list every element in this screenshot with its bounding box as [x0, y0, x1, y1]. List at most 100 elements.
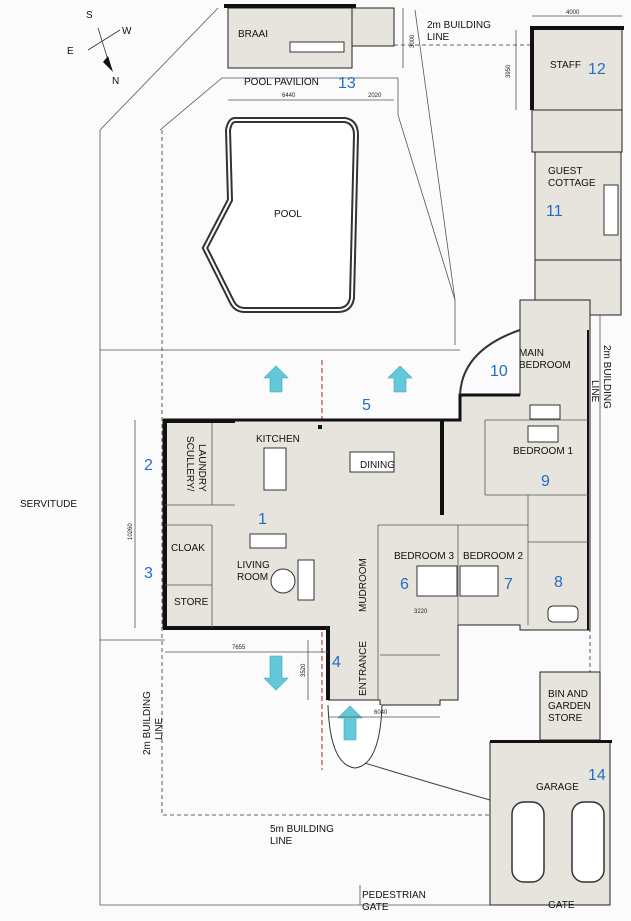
- bedroom-divider-wall: [440, 420, 444, 515]
- bed3-bed: [416, 565, 458, 597]
- label-cloak: CLOAK: [171, 543, 205, 554]
- label-cottage: COTTAGE: [548, 178, 596, 189]
- staff-wall: [530, 26, 624, 30]
- staff-wall-left: [530, 26, 534, 110]
- bathtub: [547, 605, 579, 623]
- arrow-up-icon: [387, 365, 413, 393]
- room-number-12: 12: [588, 61, 606, 78]
- car-right: [571, 801, 605, 883]
- compass-s: S: [86, 10, 93, 21]
- label-building-line-top: 2m BUILDING: [427, 20, 491, 31]
- label-bedroom: BEDROOM: [519, 360, 571, 371]
- label-gate: GATE: [548, 900, 575, 911]
- room-number-11: 11: [546, 203, 563, 220]
- label-pedestrian: PEDESTRIAN: [362, 890, 426, 901]
- label-bedroom1: BEDROOM 1: [513, 446, 573, 457]
- label-laundry: LAUNDRY: [196, 444, 207, 492]
- car-left: [511, 801, 545, 883]
- bed2-bed: [459, 565, 499, 597]
- garage-wall: [490, 740, 612, 743]
- label-bin-store: STORE: [548, 713, 583, 724]
- main-house-walls: [163, 393, 520, 422]
- room-number-2: 2: [144, 457, 153, 474]
- label-scullery: SCULLERY/: [184, 436, 195, 492]
- sofa-2: [297, 559, 315, 601]
- compass-e: E: [67, 46, 74, 57]
- label-mudroom: MUDROOM: [358, 558, 369, 612]
- bin-garden-store: [539, 671, 601, 741]
- label-bedroom3: BEDROOM 3: [394, 551, 454, 562]
- label-building-line-bottom: 5m BUILDING: [270, 824, 334, 835]
- dim-2020: 2020: [368, 93, 382, 99]
- label-building-line-right: 2m BUILDING: [601, 345, 612, 409]
- label-entrance: ENTRANCE: [358, 641, 369, 696]
- label-store: STORE: [174, 597, 209, 608]
- arrow-up-icon: [263, 365, 289, 393]
- dim-3000: 3000: [410, 34, 416, 48]
- staff-quarters: [531, 27, 623, 111]
- label-garage: GARAGE: [536, 782, 579, 793]
- pool-edge: [203, 119, 358, 311]
- label-garden: GARDEN: [548, 701, 591, 712]
- dim-6440: 6440: [282, 93, 296, 99]
- label-room: ROOM: [237, 572, 268, 583]
- room-number-14: 14: [588, 767, 606, 784]
- label-building-line-right-2: LINE: [589, 380, 600, 403]
- pavilion-wall: [224, 4, 356, 8]
- label-building-line-left-2: LINE: [154, 717, 165, 740]
- staff-bath: [531, 109, 623, 153]
- compass-w: W: [122, 26, 132, 37]
- coffee-table: [270, 568, 296, 594]
- dim-10260: 10260: [128, 523, 134, 540]
- dim-3520: 3520: [301, 663, 307, 677]
- sofa: [249, 533, 287, 549]
- arrow-up-icon: [337, 705, 363, 741]
- label-braai: BRAAI: [238, 29, 268, 40]
- label-pool-pavilion: POOL PAVILION: [244, 77, 319, 88]
- kitchen-wall-divider: [318, 425, 322, 429]
- bedroom1-bed: [527, 425, 559, 443]
- driveway: [354, 759, 491, 801]
- room-number-9: 9: [541, 473, 550, 490]
- room-number-6: 6: [400, 576, 409, 593]
- label-bin: BIN AND: [548, 689, 588, 700]
- room-number-5: 5: [362, 397, 371, 414]
- label-servitude: SERVITUDE: [20, 499, 77, 510]
- pavilion-bath: [351, 7, 395, 47]
- label-building-line-left: 2m BUILDING: [142, 691, 153, 755]
- room-number-7: 7: [504, 576, 513, 593]
- cottage-beds: [603, 184, 619, 236]
- label-dining: DINING: [360, 460, 395, 471]
- dim-3220: 3220: [414, 609, 428, 615]
- kitchen-island: [263, 447, 287, 491]
- label-staff: STAFF: [550, 60, 581, 71]
- room-number-3: 3: [144, 565, 153, 582]
- pool-terrace-side: [414, 9, 456, 301]
- building-line-dashed-left: [161, 130, 490, 816]
- label-living: LIVING: [237, 560, 270, 571]
- arrow-down-icon: [263, 655, 289, 691]
- label-main: MAIN: [519, 348, 544, 359]
- compass-icon: [87, 27, 121, 72]
- label-ped-gate: GATE: [362, 902, 389, 913]
- dim-7655: 7655: [232, 645, 246, 651]
- label-pool: POOL: [274, 209, 302, 220]
- main-bedroom-bay: [459, 329, 521, 396]
- room-number-8: 8: [554, 574, 563, 591]
- site-boundary: [99, 7, 521, 906]
- main-house-walls-left: [163, 420, 330, 700]
- guest-cottage: [534, 151, 622, 261]
- scullery-wall: [165, 420, 235, 423]
- dim-4000: 4000: [566, 10, 580, 16]
- label-kitchen: KITCHEN: [256, 434, 300, 445]
- label-building-line-bottom-2: LINE: [270, 836, 293, 847]
- label-guest: GUEST: [548, 166, 582, 177]
- room-number-13: 13: [338, 75, 356, 92]
- main-bed: [529, 404, 561, 420]
- label-building-line-top-2: LINE: [427, 32, 450, 43]
- pool-terrace: [159, 77, 456, 345]
- room-number-10: 10: [490, 363, 508, 380]
- dim-3950: 3950: [506, 64, 512, 78]
- pavilion-counter: [289, 41, 345, 53]
